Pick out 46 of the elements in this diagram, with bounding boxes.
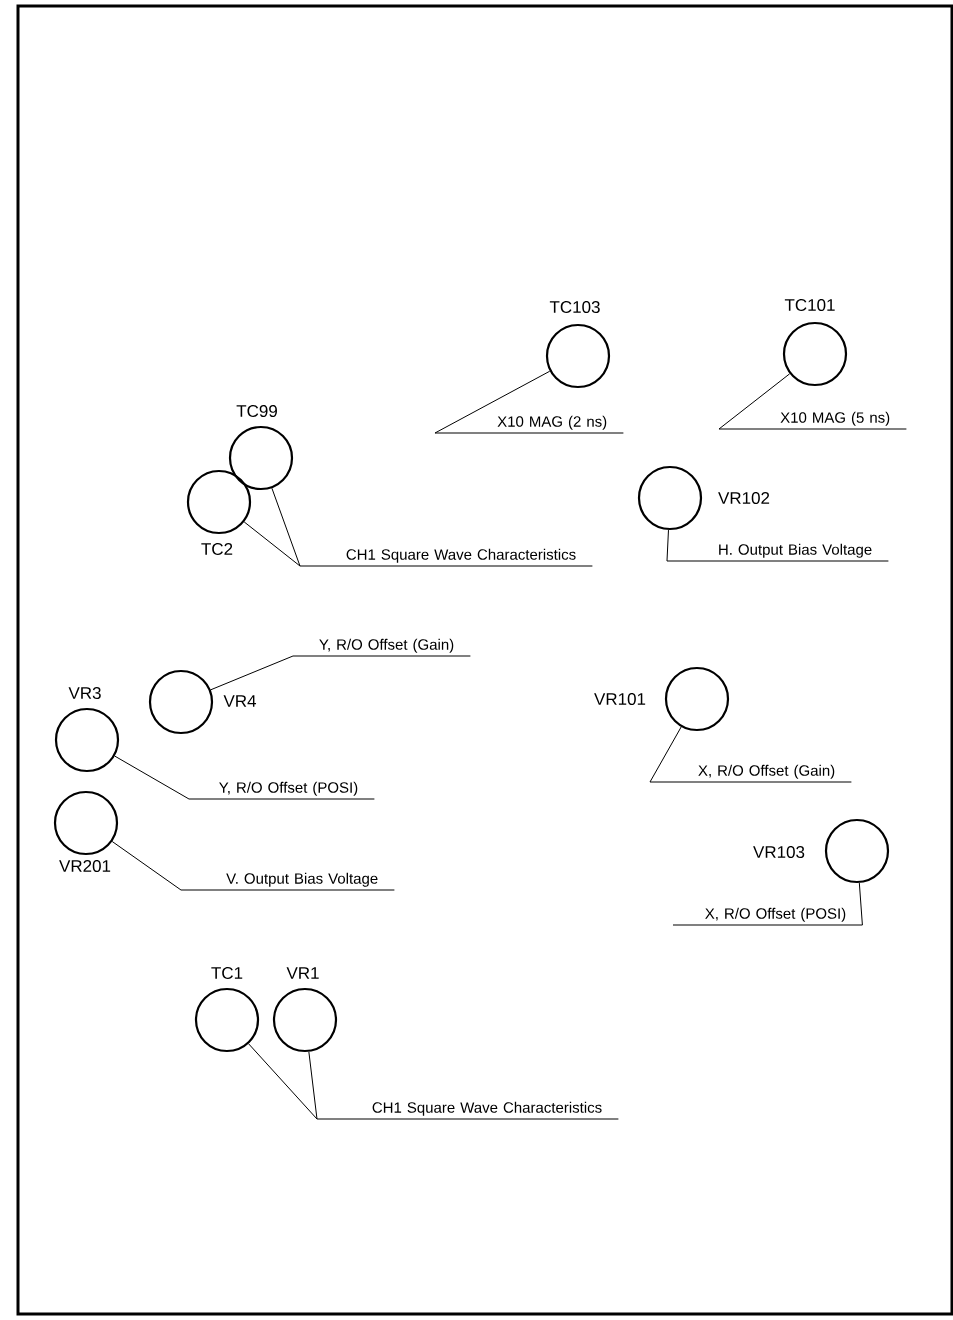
part-label: VR102 [718,492,770,505]
leader-line [434,370,551,434]
adjustment-circle [637,465,703,531]
part-label: VR4 [223,695,257,707]
leader-line [111,841,182,891]
part-label: TC1 [211,967,243,980]
leader-line [718,373,791,430]
leader-line [210,655,294,691]
underlined-label: X10 MAG (2 ns) [434,415,624,434]
part-label: TC101 [784,299,835,312]
leader-line [649,726,682,783]
leader-line [248,1043,318,1120]
underlined-label: CH1 Square Wave Characteristics [299,548,593,567]
underlined-label: X, R/O Offset (POSI) [672,907,863,926]
leader-line [858,882,863,926]
adjustment-circle [53,790,119,856]
adjustment-circle [545,323,611,389]
adjustment-circle [824,818,890,884]
underlined-label: Y, R/O Offset (Gain) [292,638,471,657]
adjustment-circle [782,321,848,387]
underlined-label: CH1 Square Wave Characteristics [316,1101,619,1120]
adjustment-circle [186,469,252,535]
underlined-label: Y, R/O Offset (POSI) [188,781,375,800]
part-label: VR3 [68,687,101,700]
part-label: VR201 [59,860,111,873]
part-label: TC99 [236,405,277,418]
part-label: VR101 [594,693,646,706]
adjustment-circle [272,987,338,1053]
leader-line [666,529,669,562]
underlined-label: V. Output Bias Voltage [180,872,395,891]
leader-line [114,755,190,800]
adjustment-circle [228,425,294,491]
underlined-label: X10 MAG (5 ns) [718,411,907,430]
underlined-label: X, R/O Offset (Gain) [649,764,852,783]
part-label: VR103 [753,846,805,859]
leader-line [308,1051,318,1120]
part-label: TC103 [549,301,600,314]
part-label: VR1 [286,967,319,979]
leader-line [271,487,301,567]
adjustment-circle [194,987,260,1053]
adjustment-circle [148,669,214,735]
underlined-label: H. Output Bias Voltage [666,543,889,562]
part-label: TC2 [201,543,233,556]
adjustment-circle [664,666,730,732]
adjustment-circle [54,707,120,773]
leader-line [243,521,301,567]
